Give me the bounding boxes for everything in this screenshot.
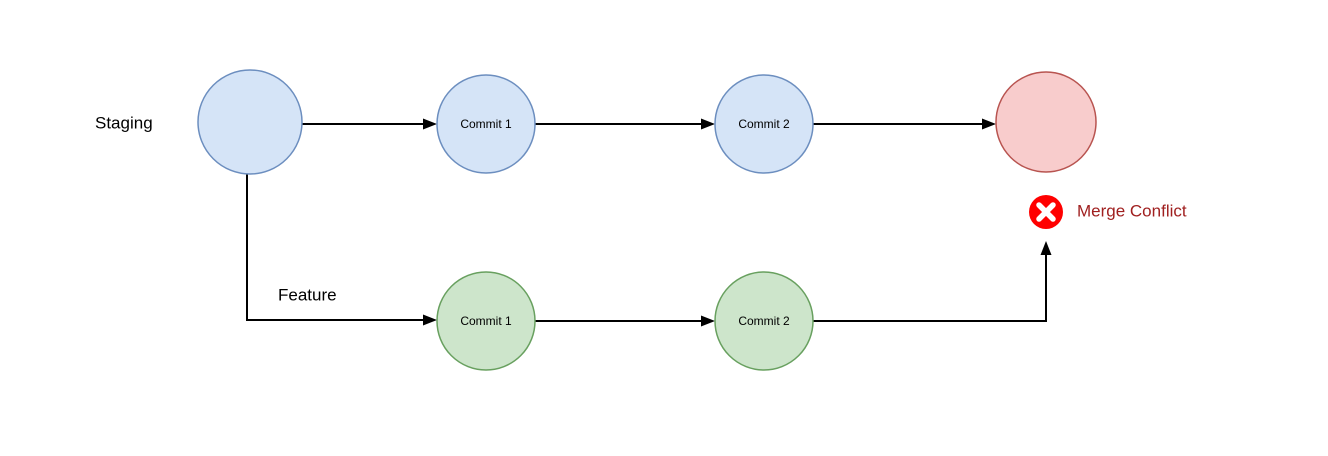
- edge-root-to-staging-commit-1: [302, 118, 437, 130]
- arrow-head-icon: [701, 118, 715, 130]
- node-circle[interactable]: [714, 74, 814, 174]
- node-root[interactable]: [197, 69, 303, 175]
- arrow-head-icon: [1040, 241, 1052, 255]
- merge-conflict-marker[interactable]: Merge Conflict: [1029, 195, 1187, 229]
- edge-line: [246, 174, 428, 321]
- node-feature-commit-2[interactable]: Commit 2: [714, 271, 814, 371]
- node-label: Commit 2: [738, 314, 790, 328]
- node-circle[interactable]: [197, 69, 303, 175]
- edge-root-to-feature-commit-1: [246, 174, 437, 326]
- merge-conflict-label: Merge Conflict: [1077, 201, 1187, 220]
- node-feature-commit-1[interactable]: Commit 1: [436, 271, 536, 371]
- arrow-head-icon: [423, 118, 437, 130]
- edge-staging-commit-2-to-merge: [813, 118, 996, 130]
- edge-feature-commit-1-to-2: [535, 315, 715, 327]
- node-merge-target[interactable]: [995, 71, 1097, 173]
- error-x-circle-icon[interactable]: [1029, 195, 1063, 229]
- arrow-head-icon: [982, 118, 996, 130]
- node-circle[interactable]: [436, 271, 536, 371]
- arrow-head-icon: [701, 315, 715, 327]
- arrow-head-icon: [423, 314, 437, 326]
- node-label: Commit 1: [460, 314, 512, 328]
- node-circle[interactable]: [995, 71, 1097, 173]
- node-staging-commit-2[interactable]: Commit 2: [714, 74, 814, 174]
- node-label: Commit 1: [460, 117, 512, 131]
- node-staging-commit-1[interactable]: Commit 1: [436, 74, 536, 174]
- node-circle[interactable]: [714, 271, 814, 371]
- edge-feature-commit-2-to-conflict: [813, 241, 1052, 322]
- branch-label-staging: Staging: [95, 113, 153, 132]
- edge-staging-commit-1-to-2: [535, 118, 715, 130]
- edge-line: [813, 251, 1047, 322]
- node-label: Commit 2: [738, 117, 790, 131]
- branch-label-feature: Feature: [278, 285, 337, 304]
- error-icon-x-glyph: [1036, 202, 1056, 222]
- node-circle[interactable]: [436, 74, 536, 174]
